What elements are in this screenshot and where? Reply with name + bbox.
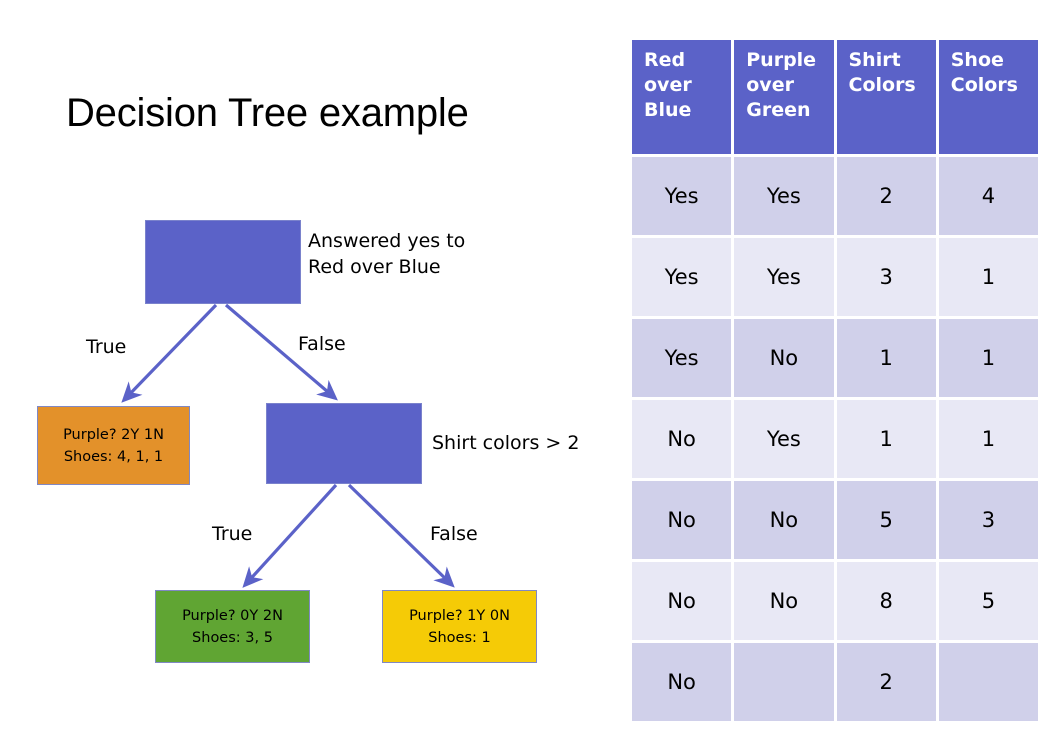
decision-tree-diagram: Decision Tree example Answered yes to Re… (37, 91, 579, 663)
table-cell-r6-c1[interactable]: No (632, 562, 732, 640)
table-column-header-4-word-2: Colors (950, 74, 1018, 96)
table-column-header-1-word-2: over (644, 74, 692, 96)
tree-leaf-orange[interactable]: Purple? 2Y 1N Shoes: 4, 1, 1 (37, 406, 190, 485)
tree-leaf-orange-line1: Purple? 2Y 1N (63, 426, 164, 443)
table-cell-r4-c2[interactable]: Yes (734, 400, 834, 478)
table-row: No 2 (632, 643, 1038, 721)
edge-root-true (121, 303, 218, 403)
table-column-header-2-word-3: Green (746, 99, 811, 121)
table-cell-r7-c2[interactable] (734, 643, 834, 721)
tree-node-shirt-colors[interactable] (266, 403, 422, 484)
tree-leaf-orange-line2: Shoes: 4, 1, 1 (63, 448, 164, 465)
page-title: Decision Tree example (66, 91, 469, 135)
table-cell-r5-c1[interactable]: No (632, 481, 732, 559)
table-cell-r6-c3[interactable]: 8 (836, 562, 936, 640)
table-column-header-4-word-1: Shoe (950, 49, 1004, 71)
table-cell-r3-c4[interactable]: 1 (938, 319, 1038, 397)
edge-label-shirt-false: False (430, 523, 478, 545)
tree-leaf-yellow[interactable]: Purple? 1Y 0N Shoes: 1 (382, 590, 537, 663)
table-cell-r2-c2[interactable]: Yes (734, 238, 834, 316)
edge-label-root-false: False (298, 333, 346, 355)
tree-leaf-green[interactable]: Purple? 0Y 2N Shoes: 3, 5 (155, 590, 310, 663)
table-cell-r7-c3[interactable]: 2 (836, 643, 936, 721)
edge-label-root-true: True (86, 336, 127, 358)
edge-shirt-true (242, 483, 338, 588)
table-column-header-2-word-2: over (746, 74, 794, 96)
edge-label-shirt-true: True (212, 523, 253, 545)
table-cell-r1-c4[interactable]: 4 (938, 157, 1038, 235)
edge-root-false (224, 303, 338, 401)
table-cell-r4-c4[interactable]: 1 (938, 400, 1038, 478)
table-cell-r2-c1[interactable]: Yes (632, 238, 732, 316)
tree-leaf-yellow-line2: Shoes: 1 (428, 629, 491, 646)
table-cell-r4-c3[interactable]: 1 (836, 400, 936, 478)
table-cell-r5-c3[interactable]: 5 (836, 481, 936, 559)
table-cell-r5-c2[interactable]: No (734, 481, 834, 559)
tree-leaf-yellow-line1: Purple? 1Y 0N (409, 607, 510, 624)
table-cell-r1-c2[interactable]: Yes (734, 157, 834, 235)
edge-shirt-false (347, 483, 455, 588)
table-column-header-1-word-1: Red (644, 49, 686, 71)
table-cell-r3-c1[interactable]: Yes (632, 319, 732, 397)
annotation-shirt-node: Shirt colors > 2 (432, 432, 580, 454)
table-cell-r1-c1[interactable]: Yes (632, 157, 732, 235)
table-cell-r3-c3[interactable]: 1 (836, 319, 936, 397)
tree-edges (121, 303, 455, 588)
table-cell-r7-c4[interactable] (938, 643, 1038, 721)
table-cell-r1-c3[interactable]: 2 (836, 157, 936, 235)
table-cell-r7-c1[interactable]: No (632, 643, 732, 721)
table-cell-r4-c1[interactable]: No (632, 400, 732, 478)
tree-node-root[interactable] (145, 220, 301, 304)
table-cell-r2-c4[interactable]: 1 (938, 238, 1038, 316)
table-column-header-1-word-3: Blue (644, 99, 692, 121)
table-cell-r6-c2[interactable]: No (734, 562, 834, 640)
tree-leaf-green-line1: Purple? 0Y 2N (182, 607, 283, 624)
table-cell-r2-c3[interactable]: 3 (836, 238, 936, 316)
table-column-header-3-word-2: Colors (848, 74, 916, 96)
table-column-header-3-word-1: Shirt (848, 49, 901, 71)
table-cell-r6-c4[interactable]: 5 (938, 562, 1038, 640)
annotation-root-node: Answered yes to Red over Blue (308, 230, 466, 278)
table-cell-r3-c2[interactable]: No (734, 319, 834, 397)
table-cell-r5-c4[interactable]: 3 (938, 481, 1038, 559)
table-column-header-2-word-1: Purple (746, 49, 817, 71)
tree-leaf-green-line2: Shoes: 3, 5 (192, 629, 273, 646)
